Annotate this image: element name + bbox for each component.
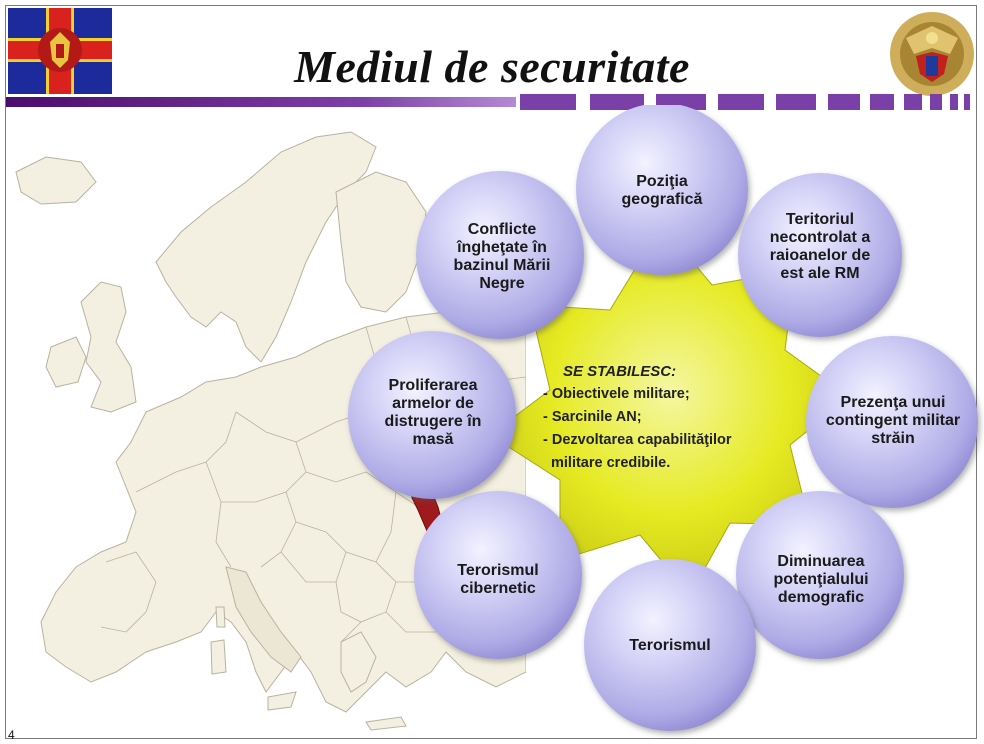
page-title: Mediul de securitate [294,41,690,92]
label-prezenta: Prezenţa unui contingent militar străin [825,394,961,447]
divider-segment [718,94,764,110]
divider-segment [904,94,922,110]
security-environment-diagram [348,105,978,731]
moldova-flag-emblem-icon [8,8,112,94]
label-pozitia: Poziţia geografică [621,173,703,208]
label-terorismul: Terorismul [629,637,711,654]
circle-proliferarea [348,331,516,499]
center-item: - Sarcinile AN; [543,409,642,425]
center-item: militare credibile. [551,455,671,471]
label-cibernetic: Terorismul cibernetic [457,562,539,597]
divider-segment [950,94,958,110]
center-heading: SE STABILESC: [563,363,677,380]
divider-segment [964,94,970,110]
slide-frame [5,5,977,739]
circle-pozitia [576,105,748,275]
circle-terorismul [584,559,756,731]
center-text: SE STABILESC: - Obiectivele militare; - … [543,360,803,475]
page-number: 4 [8,728,15,742]
header-divider-bar [6,97,516,107]
center-item: - Obiectivele militare; [543,386,690,402]
circle-teritoriul [738,173,902,337]
circle-conflicte [416,171,584,339]
divider-segment [828,94,860,110]
circle-cibernetic [414,491,582,659]
label-proliferarea: Proliferarea armelor de distrugere în ma… [384,377,482,448]
divider-segment [870,94,894,110]
label-conflicte: Conflicte îngheţate în bazinul Mării Neg… [453,221,551,292]
army-emblem-icon [890,12,974,96]
divider-segment [590,94,644,110]
circle-diminuarea [736,491,904,659]
divider-segment [520,94,576,110]
circle-prezenta [806,336,978,508]
divider-segment [930,94,942,110]
label-diminuarea: Diminuarea potenţialului demografic [773,553,869,606]
center-item: - Dezvoltarea capabilităţilor [543,432,732,448]
label-teritoriul: Teritoriul necontrolat a raioanelor de e… [769,211,871,282]
divider-segment [776,94,816,110]
